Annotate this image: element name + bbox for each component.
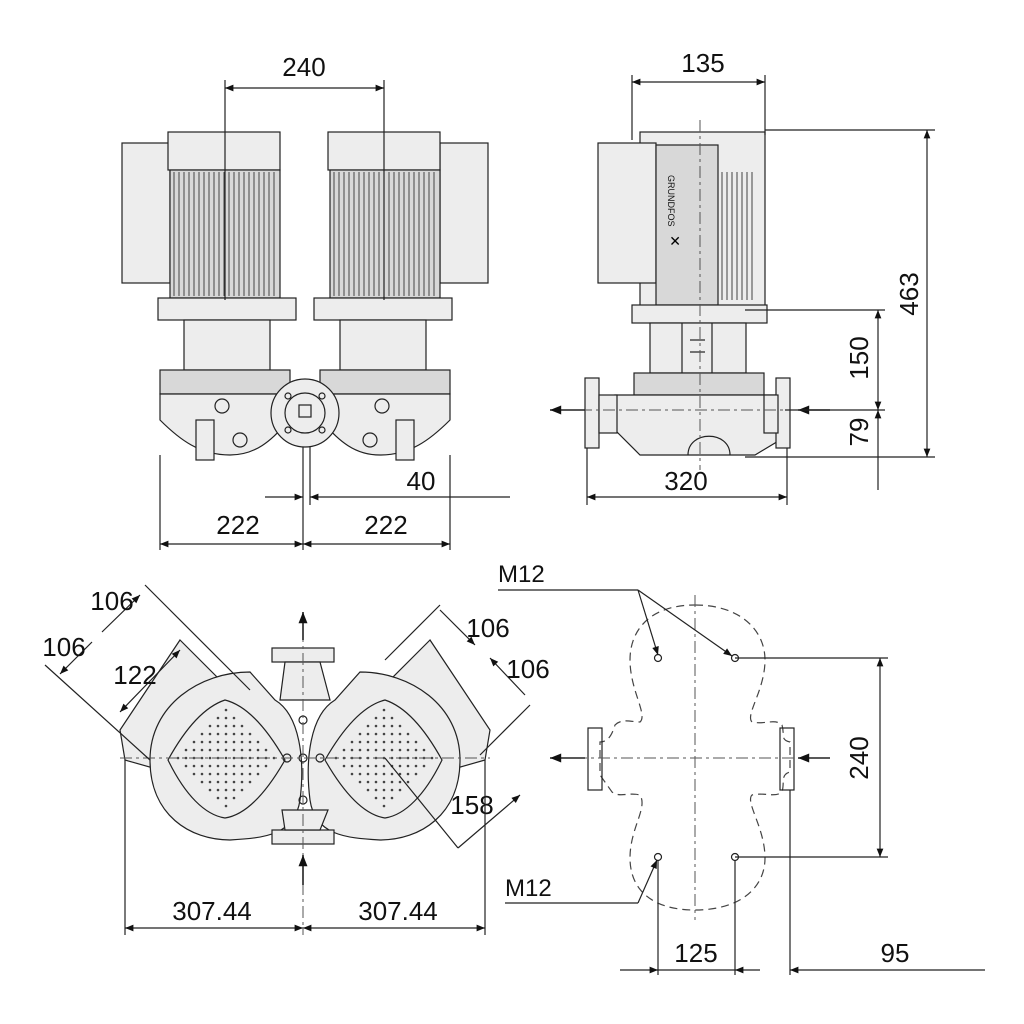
grundfos-logo-icon: GRUNDFOS ✕ [666, 175, 682, 247]
base-view: M12 M12 240 125 95 [498, 561, 985, 975]
dim-plan-length-left: 122 [113, 660, 156, 690]
thread-label-bottom: M12 [505, 875, 552, 902]
dim-plan-left-half: 307.44 [172, 896, 252, 926]
dim-plan-tilt-d: 106 [506, 654, 549, 684]
side-view: GRUNDFOS ✕ 135 463 [550, 48, 935, 505]
dim-side-lower-height: 79 [844, 418, 874, 447]
dim-front-right-width: 222 [364, 510, 407, 540]
thread-label-top: M12 [498, 561, 545, 588]
left-motor [121, 131, 297, 371]
dim-base-offset: 95 [881, 938, 910, 968]
dim-side-flange-length: 320 [664, 466, 707, 496]
right-motor [313, 131, 489, 371]
dim-front-motor-spacing: 240 [282, 52, 325, 82]
dim-side-width-top: 135 [681, 48, 724, 78]
dim-front-offset: 40 [407, 466, 436, 496]
dim-side-total-height: 463 [894, 272, 924, 315]
dim-plan-tilt-c: 106 [466, 613, 509, 643]
dim-plan-radius: 158 [450, 790, 493, 820]
center-flange [270, 378, 340, 448]
dim-plan-right-half: 307.44 [358, 896, 438, 926]
svg-text:GRUNDFOS: GRUNDFOS [666, 175, 676, 227]
dim-front-left-width: 222 [216, 510, 259, 540]
svg-text:✕: ✕ [666, 235, 682, 247]
pump-housing-front [159, 369, 451, 461]
front-view: 240 40 222 222 [121, 52, 510, 550]
dim-side-upper-height: 150 [844, 336, 874, 379]
dim-base-height: 240 [844, 736, 874, 779]
plan-view: 106 106 122 106 106 158 307.44 307.44 [42, 584, 550, 935]
dim-base-width: 125 [674, 938, 717, 968]
dim-plan-tilt-a: 106 [90, 586, 133, 616]
dim-plan-tilt-b: 106 [42, 632, 85, 662]
